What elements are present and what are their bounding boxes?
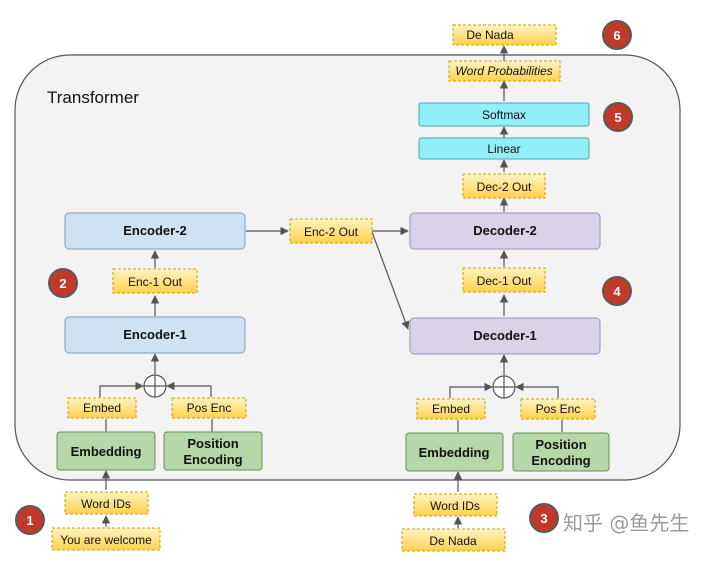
decoder-embedding-block [405, 432, 504, 472]
step-badge-4: 4 [602, 276, 632, 306]
encoder-input-text: You are welcome [60, 533, 152, 547]
step-badge-2: 2 [48, 268, 78, 298]
encoder-word-ids-label: Word IDs [81, 497, 131, 511]
transformer-container [14, 54, 681, 481]
decoder-embedding-label: Embedding [419, 445, 490, 460]
svg-text:3: 3 [540, 511, 547, 526]
decoder-position-encoding-line1: Position [535, 437, 586, 452]
dec-2-out-note [462, 173, 546, 199]
decoder-pos-enc-label: Pos Enc [536, 402, 581, 416]
encoder-pos-enc-label: Pos Enc [187, 401, 232, 415]
step-badge-5: 5 [603, 102, 633, 132]
encoder-1-label: Encoder-1 [123, 327, 187, 342]
encoder-input-note [51, 527, 161, 551]
enc-1-out-label: Enc-1 Out [128, 275, 183, 289]
linear-label: Linear [487, 142, 520, 156]
decoder-input-note [401, 528, 506, 552]
encoder-word-ids-note [64, 491, 149, 515]
encoder-2-label: Encoder-2 [123, 223, 187, 238]
step-badge-3: 3 [529, 503, 559, 533]
decoder-input-text: De Nada [429, 534, 477, 548]
encoder-embed-label: Embed [83, 401, 121, 415]
svg-text:5: 5 [614, 110, 621, 125]
encoder-2-block [64, 212, 246, 250]
transformer-title: Transformer [47, 88, 139, 107]
enc-1-out-note [112, 268, 198, 294]
watermark: 知乎 @鱼先生 [563, 511, 689, 535]
encoder-position-encoding-line1: Position [187, 436, 238, 451]
step-badge-6: 6 [602, 20, 632, 50]
decoder-pos-enc-note [520, 398, 596, 420]
decoder-1-block [409, 317, 601, 355]
decoder-word-ids-label: Word IDs [430, 499, 480, 513]
encoder-position-encoding-line2: Encoding [183, 452, 242, 467]
decoder-embed-label: Embed [432, 402, 470, 416]
decoder-word-ids-note [413, 493, 498, 517]
svg-text:1: 1 [26, 513, 33, 528]
svg-text:2: 2 [59, 276, 66, 291]
encoder-embed-note [67, 397, 137, 419]
decoder-embed-note [416, 398, 486, 420]
decoder-add-icon [492, 375, 516, 399]
enc-2-out-note [289, 218, 373, 244]
softmax-block [418, 102, 590, 127]
dec-1-out-label: Dec-1 Out [477, 274, 532, 288]
decoder-output-note [452, 24, 557, 46]
step-badge-1: 1 [15, 505, 45, 535]
softmax-label: Softmax [482, 108, 526, 122]
encoder-add-icon [143, 374, 167, 398]
linear-block [418, 137, 590, 160]
dec-2-out-label: Dec-2 Out [477, 180, 532, 194]
word-probabilities-label: Word Probabilities [455, 64, 552, 78]
decoder-2-block [409, 212, 601, 250]
word-probabilities-note [448, 60, 561, 82]
decoder-1-label: Decoder-1 [473, 328, 537, 343]
decoder-output-text: De Nada [466, 28, 514, 42]
svg-text:4: 4 [613, 284, 621, 299]
encoder-1-block [64, 316, 246, 354]
dec-1-out-note [462, 267, 546, 293]
encoder-embedding-block [56, 431, 156, 471]
decoder-position-encoding-line2: Encoding [531, 453, 590, 468]
encoder-embedding-label: Embedding [71, 444, 142, 459]
svg-text:6: 6 [613, 28, 620, 43]
enc-2-out-label: Enc-2 Out [304, 225, 359, 239]
encoder-position-encoding-block [163, 431, 263, 471]
decoder-position-encoding-block [512, 432, 610, 472]
encoder-pos-enc-note [171, 397, 247, 419]
decoder-2-label: Decoder-2 [473, 223, 537, 238]
